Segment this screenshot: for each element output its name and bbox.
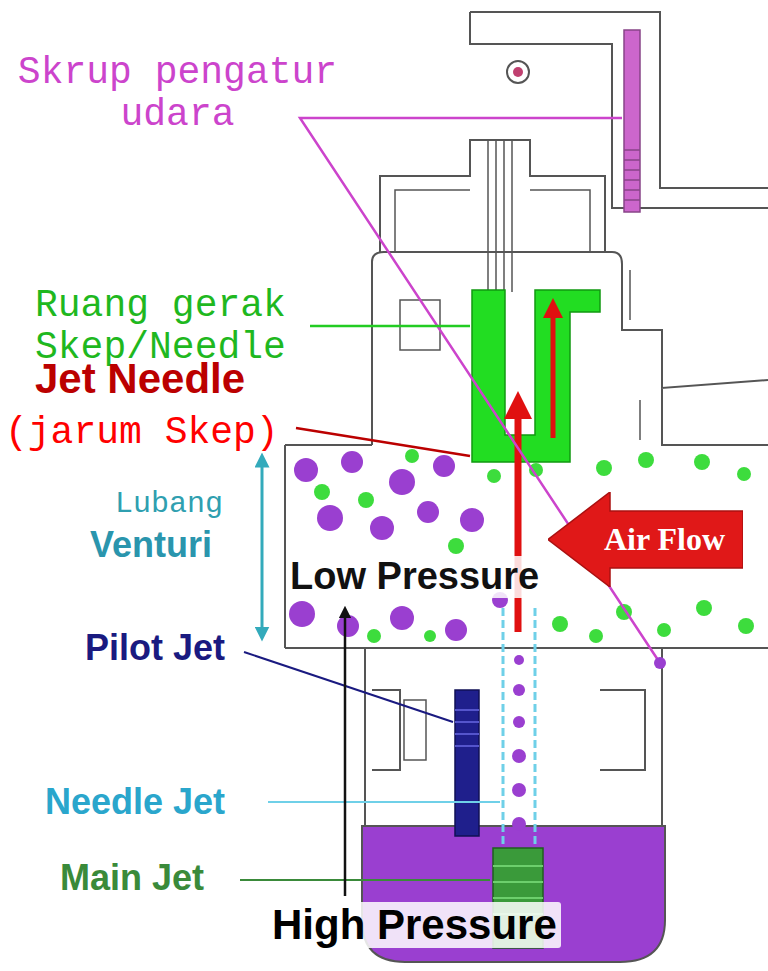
- fuel-droplet: [460, 508, 484, 532]
- part-label: Jet Needle: [35, 356, 245, 402]
- air-particle: [552, 616, 568, 632]
- air-screw: [624, 30, 640, 212]
- air-particle: [694, 454, 710, 470]
- air-particle: [737, 467, 751, 481]
- slide-lift-arrow: [551, 308, 556, 438]
- air-particle: [596, 460, 612, 476]
- air-particle: [638, 452, 654, 468]
- part-label: Venturi: [90, 525, 212, 565]
- air-particle: [696, 600, 712, 616]
- air-particle: [314, 484, 330, 500]
- fuel-droplet: [513, 684, 525, 696]
- air-particle: [448, 538, 464, 554]
- fuel-droplet: [317, 505, 343, 531]
- air-screw-outlet: [654, 657, 666, 669]
- airflow-label: Air Flow: [604, 522, 725, 557]
- needle-jet-leader: [268, 801, 500, 803]
- part-label: Skrup pengatur udara: [5, 52, 350, 136]
- main-jet-leader: [240, 879, 490, 881]
- fuel-droplet: [514, 655, 524, 665]
- venturi-height-arrow: [261, 460, 264, 634]
- fuel-droplet: [512, 817, 526, 831]
- part-label: Pilot Jet: [85, 628, 225, 668]
- pressure-label: High Pressure: [268, 902, 561, 948]
- pilot-jet-leader: [244, 652, 453, 722]
- air-particle: [487, 469, 501, 483]
- air-particle: [589, 629, 603, 643]
- fuel-droplet: [389, 469, 415, 495]
- air-particle: [738, 618, 754, 634]
- fuel-droplet: [445, 619, 467, 641]
- pressure-label: Low Pressure: [286, 556, 543, 598]
- cap-inner: [395, 190, 590, 252]
- fuel-droplet: [513, 716, 525, 728]
- pilot-jet-thread: [455, 710, 479, 746]
- fuel-droplet: [390, 606, 414, 630]
- carburetor-cap: [380, 140, 605, 252]
- throttle-pivot: [507, 61, 529, 83]
- part-label-note: (jarum Skep): [5, 412, 279, 454]
- throttle-pivot-core: [513, 67, 523, 77]
- fuel-droplet: [433, 455, 455, 477]
- pilot-jet: [455, 690, 479, 836]
- part-label: Main Jet: [60, 858, 204, 898]
- venturi-tube: [285, 445, 768, 648]
- fuel-droplet: [337, 615, 359, 637]
- air-screw-thread: [624, 150, 640, 200]
- slide-rod: [488, 140, 512, 292]
- arrow-fill: [548, 492, 743, 587]
- fuel-flow-arrow: [515, 405, 522, 632]
- part-label: Lubang: [115, 488, 223, 521]
- fuel-droplet: [417, 501, 439, 523]
- fuel-droplet: [512, 749, 526, 763]
- carburetor-upper-body: [285, 252, 768, 445]
- air-particle: [424, 630, 436, 642]
- needle-jet-fuel: [512, 655, 526, 831]
- jet-needle-leader: [296, 428, 470, 456]
- fuel-droplet: [294, 458, 318, 482]
- fuel-droplet: [341, 451, 363, 473]
- slide-chamber-leader: [310, 325, 470, 328]
- throttle-slide: [472, 290, 600, 462]
- air-particle: [405, 449, 419, 463]
- needle-jet: [503, 608, 535, 880]
- air-particle: [657, 623, 671, 637]
- air-particle: [367, 629, 381, 643]
- fuel-droplet: [512, 783, 526, 797]
- carburetor-lower-body: [365, 648, 662, 826]
- fuel-droplet: [289, 601, 315, 627]
- part-label: Needle Jet: [45, 782, 225, 822]
- airflow-arrow: Air Flow: [548, 492, 743, 587]
- pressure-arrow: [344, 612, 347, 896]
- fuel-droplet: [370, 516, 394, 540]
- air-particle: [358, 492, 374, 508]
